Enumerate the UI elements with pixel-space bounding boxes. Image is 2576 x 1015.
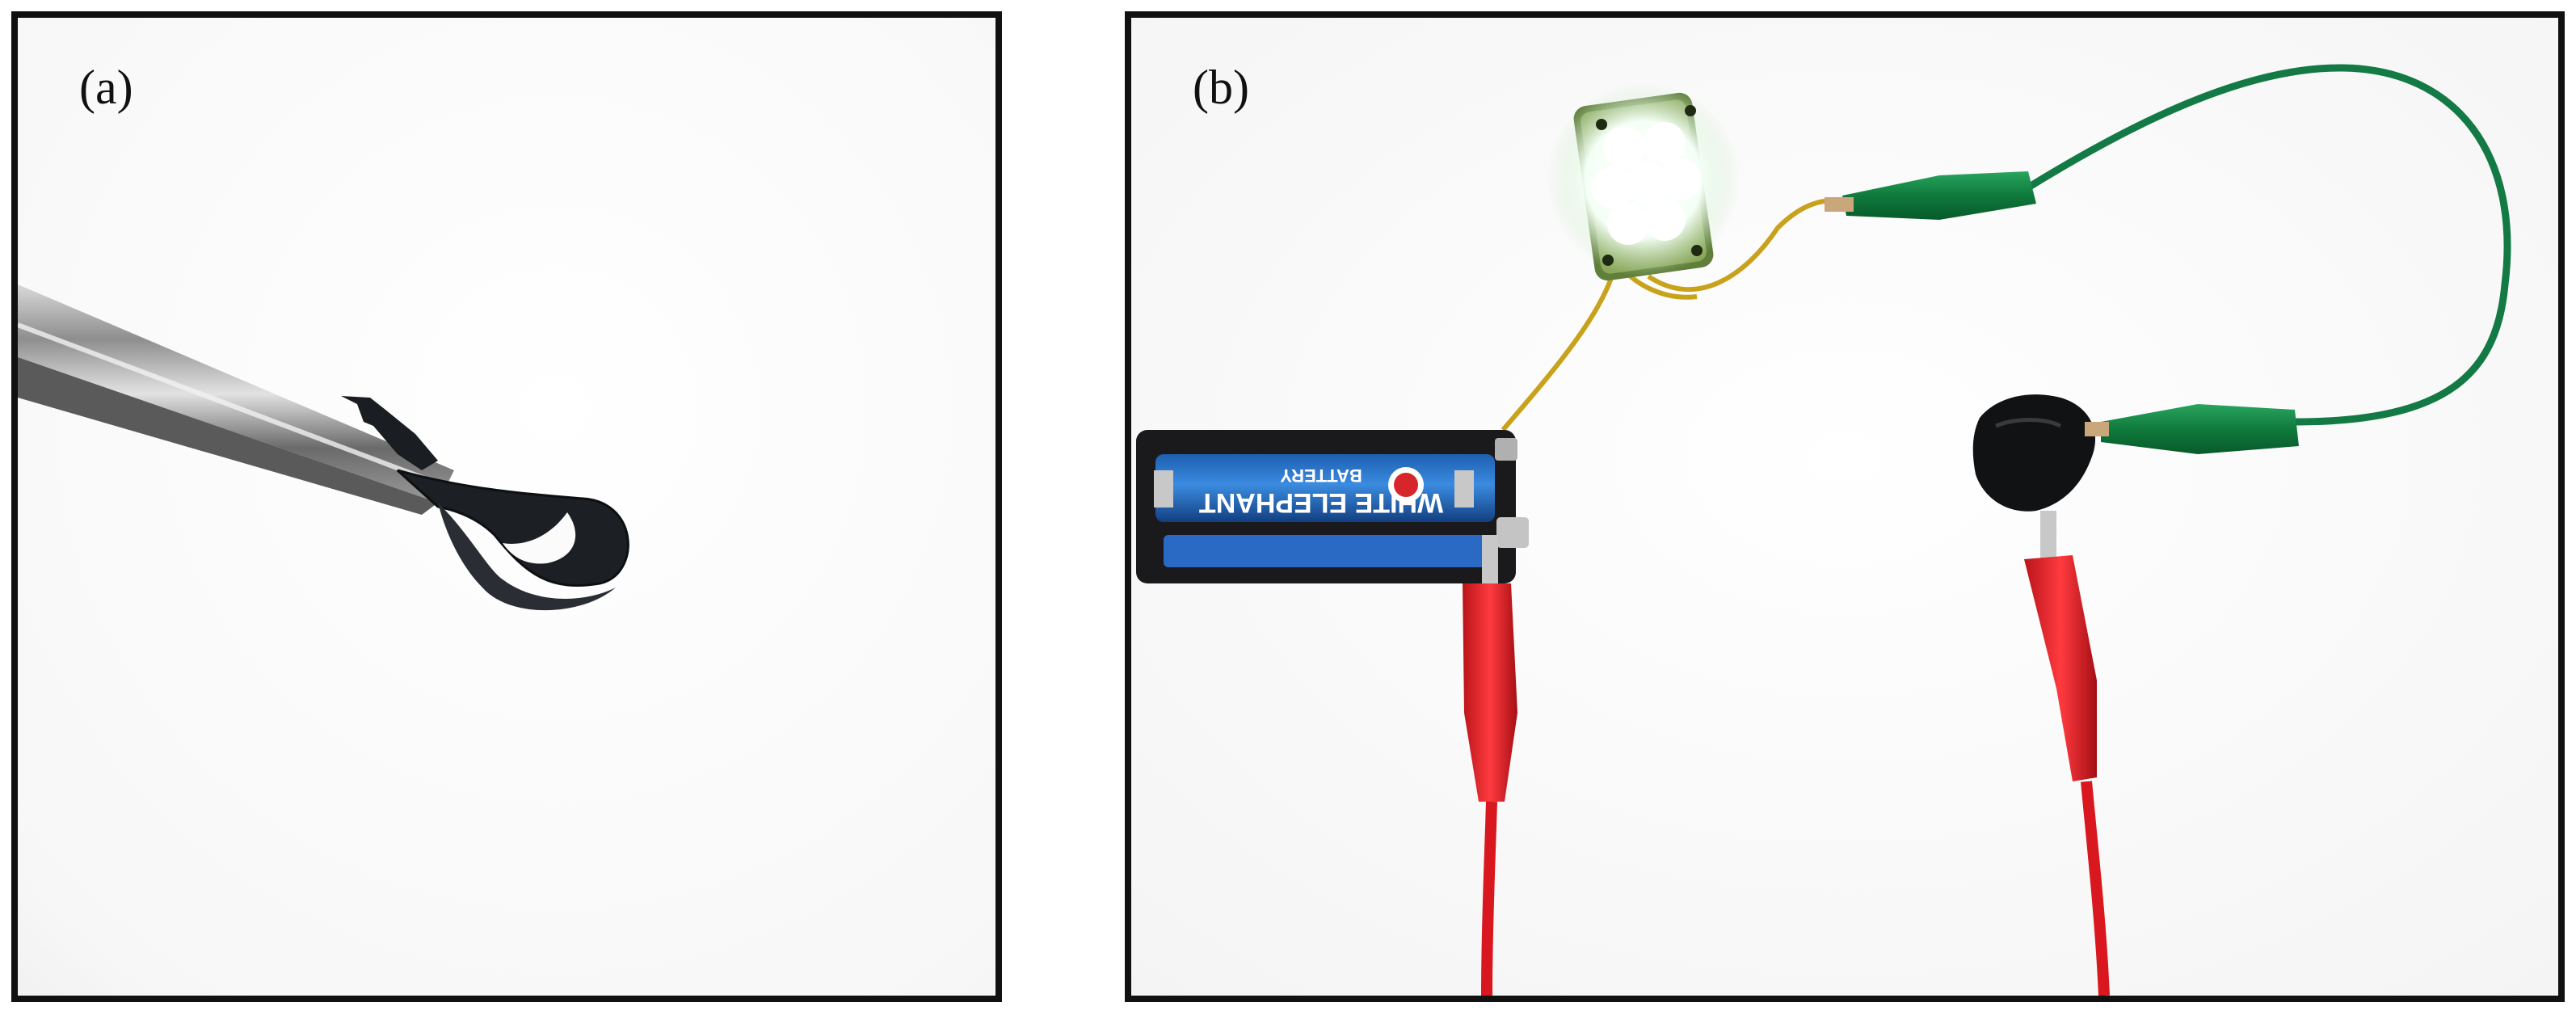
panel-a-photo <box>18 18 995 996</box>
red-clip-left <box>1463 535 1517 996</box>
panel-b: (b) <box>1125 11 2565 1002</box>
led-board <box>1547 82 1740 281</box>
panel-b-label: (b) <box>1193 61 1249 114</box>
panel-b-photo: WHITE ELEPHANT BATTERY <box>1131 18 2558 996</box>
panel-a: (a) <box>11 11 1002 1002</box>
black-sample <box>1972 394 2096 512</box>
black-film-strip <box>341 396 629 611</box>
green-wire <box>2024 64 2511 426</box>
tweezers <box>18 284 454 515</box>
battery-holder: WHITE ELEPHANT BATTERY <box>1136 430 1529 583</box>
panel-a-label: (a) <box>79 61 133 114</box>
battery-word-text: BATTERY <box>1280 465 1362 486</box>
led-lights <box>1591 122 1702 245</box>
green-clip-right <box>2085 404 2299 454</box>
green-clip-top <box>1825 171 2036 220</box>
red-clip-right <box>2024 511 2110 996</box>
